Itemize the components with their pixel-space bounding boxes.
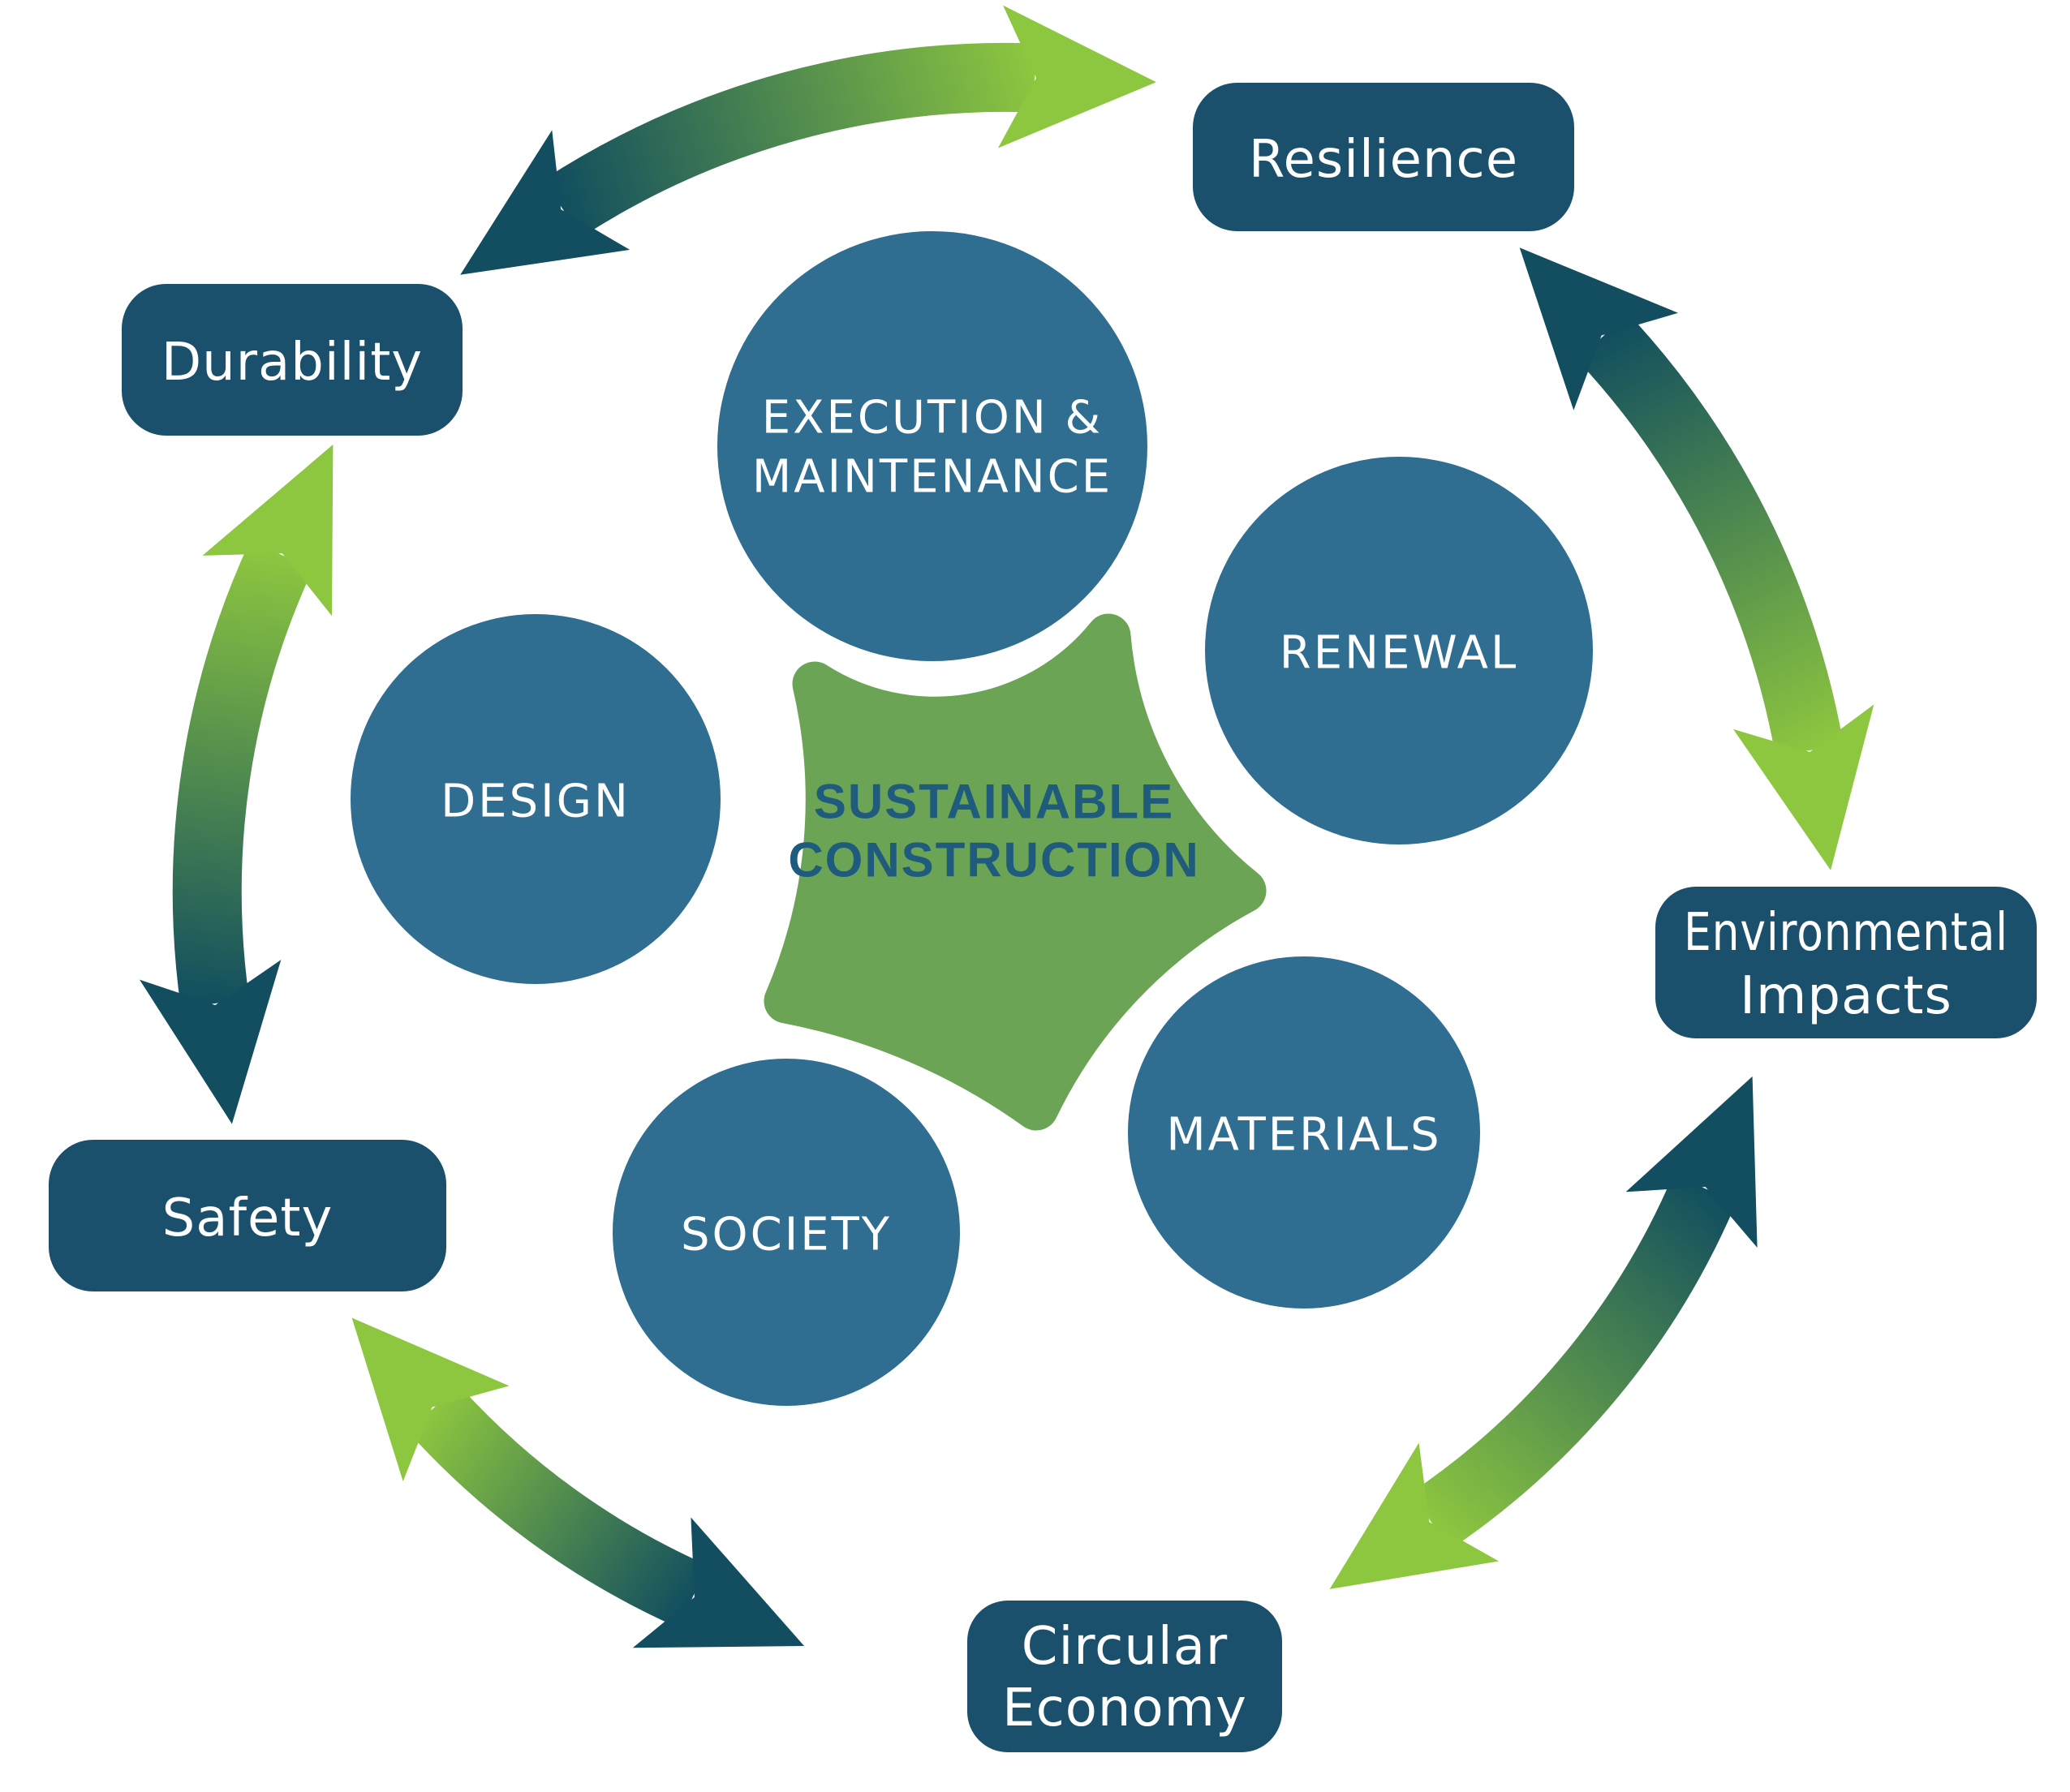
center-title-line2: CONSTRUCTION — [788, 833, 1199, 887]
circle-society-label: SOCIETY — [681, 1209, 892, 1261]
label-resilience-box — [1193, 83, 1574, 231]
arrowhead-top-counterclockwise-icon — [460, 130, 630, 275]
cycle-arrows — [140, 5, 1874, 1648]
cycle-arc-top — [543, 42, 1036, 238]
circle-execution-maintenance — [717, 231, 1147, 661]
label-circular-economy: Circular Economy — [967, 1601, 1282, 1752]
label-resilience: Resilience — [1193, 83, 1574, 231]
label-environmental-impacts-text-line1: Environmental — [1684, 903, 2008, 963]
circle-materials-label: MATERIALS — [1166, 1109, 1441, 1162]
circle-design-label: DESIGN — [441, 776, 630, 828]
cycle-arc-left — [172, 540, 313, 1008]
circle-renewal — [1205, 457, 1593, 844]
arrowhead-bottom-left-clockwise-icon — [351, 1317, 510, 1482]
circle-materials — [1128, 956, 1480, 1309]
circle-renewal-label: RENEWAL — [1280, 627, 1518, 680]
label-environmental-impacts-text-line2: Impacts — [1740, 966, 1952, 1026]
label-safety: Safety — [49, 1140, 446, 1291]
arrowhead-top-clockwise-icon — [997, 5, 1156, 148]
arrowhead-left-clockwise-icon — [202, 445, 334, 617]
label-safety-text: Safety — [162, 1188, 334, 1248]
arrowhead-right-upper-counterclockwise-icon — [1519, 247, 1679, 410]
gear-shape-icon — [764, 613, 1267, 1131]
label-circular-economy-text-line1: Circular — [1022, 1617, 1228, 1677]
circle-society — [613, 1059, 960, 1406]
center-gear: SUSTAINABLE CONSTRUCTION — [764, 613, 1267, 1131]
center-title-line1: SUSTAINABLE — [814, 775, 1174, 829]
arrowhead-bottom-right-counterclockwise-icon — [1625, 1076, 1758, 1248]
cycle-arc-bottom-right — [1411, 1175, 1737, 1550]
arrowhead-left-counterclockwise-icon — [140, 960, 282, 1124]
cycle-arc-right-upper — [1577, 312, 1844, 757]
cycle-arc-bottom-left — [407, 1385, 708, 1628]
outer-labels: Durability Resilience Environmental Impa… — [49, 83, 2037, 1752]
label-resilience-text: Resilience — [1249, 130, 1518, 190]
label-durability: Durability — [122, 284, 463, 436]
label-circular-economy-box — [967, 1601, 1282, 1752]
circle-execution-label-line1: EXECUTION & — [762, 392, 1103, 445]
process-circles: EXECUTION & MAINTENANCE RENEWAL DESIGN M… — [351, 231, 1593, 1406]
label-circular-economy-text-line2: Economy — [1002, 1678, 1247, 1738]
label-durability-box — [122, 284, 463, 436]
arrowhead-right-upper-clockwise-icon — [1733, 704, 1874, 870]
arrowhead-bottom-right-clockwise-icon — [1329, 1442, 1500, 1589]
circle-design — [351, 614, 721, 984]
label-safety-box — [49, 1140, 446, 1291]
label-durability-text: Durability — [161, 333, 423, 393]
label-environmental-impacts-box — [1655, 887, 2037, 1038]
arrowhead-bottom-left-counterclockwise-icon — [632, 1517, 805, 1648]
label-environmental-impacts: Environmental Impacts — [1655, 887, 2037, 1038]
circle-execution-label-line2: MAINTENANCE — [752, 451, 1112, 504]
